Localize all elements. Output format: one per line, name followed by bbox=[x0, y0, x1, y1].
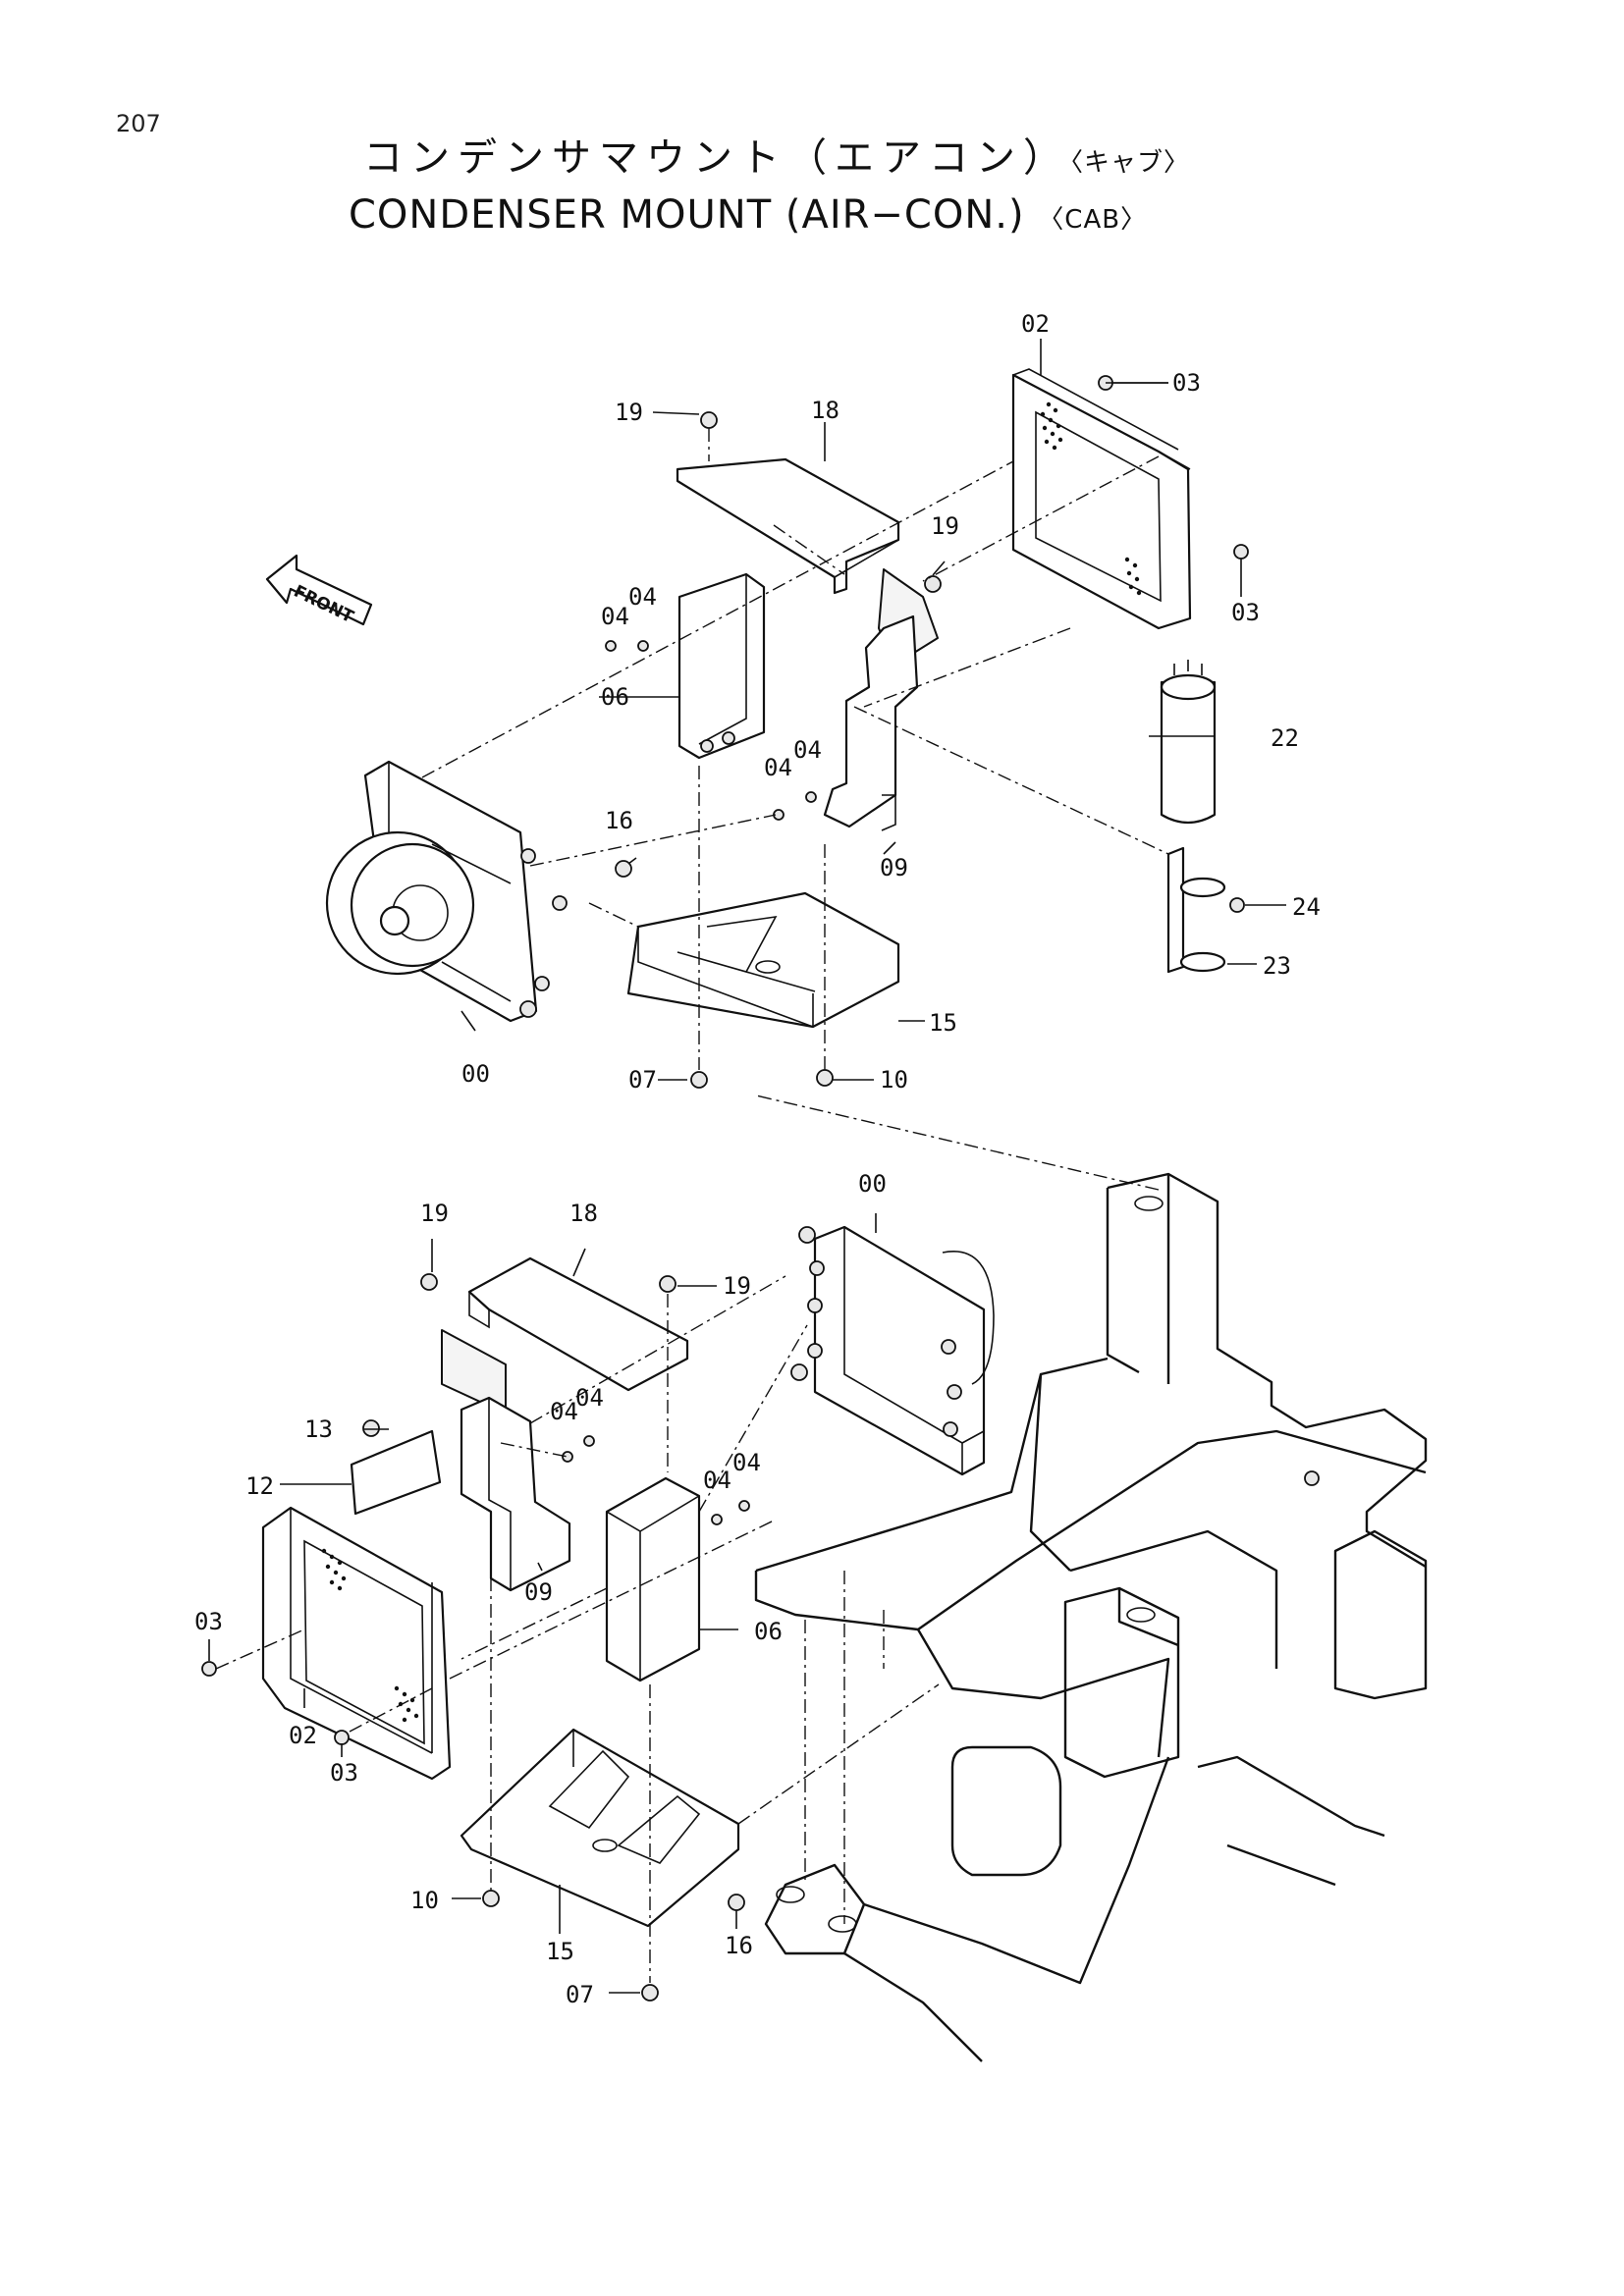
part-09-bracket-lower bbox=[460, 1396, 571, 1592]
part-13-bolt bbox=[362, 1419, 380, 1437]
callout-04-lower-a: 04 bbox=[550, 1398, 578, 1425]
callout-18-lower: 18 bbox=[569, 1200, 598, 1227]
part-19-bolt-lower-right bbox=[659, 1275, 677, 1293]
part-02-perforation bbox=[1040, 401, 1142, 596]
lower-assembly bbox=[201, 1095, 1428, 2062]
callout-22: 22 bbox=[1271, 724, 1299, 752]
callout-00: 00 bbox=[461, 1060, 490, 1088]
part-19-bolt-right bbox=[924, 575, 942, 593]
callout-09-lower: 09 bbox=[524, 1578, 553, 1606]
callout-00-lower: 00 bbox=[858, 1170, 887, 1198]
part-02-guard-plate bbox=[1011, 368, 1192, 630]
title-english-suffix: 〈CAB〉 bbox=[1038, 205, 1148, 235]
part-04-washer-a bbox=[605, 640, 617, 652]
callout-03-lower-bottom: 03 bbox=[330, 1759, 358, 1787]
callout-06: 06 bbox=[601, 683, 629, 711]
title-japanese: コンデンサマウント（エアコン）〈キャブ〉 bbox=[363, 126, 1190, 183]
part-09-bracket bbox=[823, 614, 919, 831]
callout-03-right: 03 bbox=[1231, 599, 1260, 626]
callout-19-top: 19 bbox=[615, 399, 643, 426]
callout-09: 09 bbox=[880, 854, 908, 881]
part-16-bolt-lower bbox=[728, 1894, 745, 1911]
callout-04-c: 04 bbox=[764, 754, 792, 781]
callout-19-right: 19 bbox=[931, 512, 959, 540]
callout-19-lower-left: 19 bbox=[420, 1200, 449, 1227]
part-02-guard-lower bbox=[261, 1506, 452, 1781]
title-japanese-suffix: 〈キャブ〉 bbox=[1070, 148, 1191, 178]
part-07-bolt bbox=[690, 1071, 708, 1089]
part-00-condenser-lower bbox=[790, 1225, 995, 1476]
part-10-bolt-lower bbox=[482, 1890, 500, 1907]
part-06-bracket-lower bbox=[605, 1476, 701, 1682]
callout-02-lower: 02 bbox=[289, 1722, 317, 1749]
part-24-bolt bbox=[1229, 897, 1245, 913]
callout-03-lower-left: 03 bbox=[194, 1608, 223, 1635]
part-03-nut-lower-left bbox=[201, 1661, 217, 1677]
callout-12-lower: 12 bbox=[245, 1472, 274, 1500]
callout-06-lower: 06 bbox=[754, 1618, 783, 1645]
part-23-clamp-bracket bbox=[1166, 846, 1226, 974]
part-19-bolt-lower-left bbox=[420, 1273, 438, 1291]
part-15-base-plate bbox=[626, 891, 900, 1029]
part-00-condenser bbox=[325, 760, 568, 1023]
part-04-washer-lower-a bbox=[562, 1451, 573, 1463]
callout-04-d: 04 bbox=[793, 736, 822, 764]
part-18-cover-lower bbox=[467, 1256, 689, 1392]
part-12-plate bbox=[350, 1429, 442, 1516]
part-04-washer-lower-d bbox=[738, 1500, 750, 1512]
callout-15-lower: 15 bbox=[546, 1938, 574, 1965]
callout-24: 24 bbox=[1292, 893, 1321, 921]
callout-04-lower-d: 04 bbox=[732, 1449, 761, 1476]
callout-04-lower-b: 04 bbox=[575, 1384, 604, 1412]
part-04-washer-lower-c bbox=[711, 1514, 723, 1525]
page-number: 207 bbox=[116, 110, 161, 137]
callout-16-lower: 16 bbox=[725, 1932, 753, 1959]
part-19-bolt-top bbox=[700, 411, 718, 429]
callout-02: 02 bbox=[1021, 310, 1050, 338]
callout-15: 15 bbox=[929, 1009, 957, 1037]
callout-04-lower-c: 04 bbox=[703, 1467, 731, 1494]
callout-10-lower: 10 bbox=[410, 1887, 439, 1914]
lower-part-labels: 00 19 18 19 04 04 13 04 04 12 03 09 06 0… bbox=[194, 1170, 887, 2008]
part-06-bracket bbox=[677, 572, 766, 760]
part-16-bolt bbox=[615, 860, 632, 878]
callout-19-lower-right: 19 bbox=[723, 1272, 751, 1300]
callout-18: 18 bbox=[811, 397, 839, 424]
part-15-base-plate-lower bbox=[460, 1728, 740, 1928]
callout-13-lower: 13 bbox=[304, 1415, 333, 1443]
part-03-nut-lower-bottom bbox=[334, 1730, 350, 1745]
upper-part-labels: 02 03 03 19 18 19 04 04 06 04 04 22 16 0… bbox=[461, 310, 1321, 1094]
callout-03-top: 03 bbox=[1172, 369, 1201, 397]
front-arrow: FRONT bbox=[265, 554, 373, 627]
title-japanese-main: コンデンサマウント（エアコン） bbox=[363, 135, 1070, 181]
callout-10: 10 bbox=[880, 1066, 908, 1094]
machine-frame bbox=[754, 1172, 1428, 2062]
part-07-bolt-lower bbox=[641, 1984, 659, 2002]
callout-07: 07 bbox=[628, 1066, 657, 1094]
callout-16: 16 bbox=[605, 807, 633, 834]
part-18-cover-plate bbox=[676, 457, 900, 595]
part-04-washer-b bbox=[637, 640, 649, 652]
callout-04-a: 04 bbox=[601, 603, 629, 630]
part-10-bolt bbox=[816, 1069, 834, 1087]
part-03-nut-right bbox=[1233, 544, 1249, 560]
part-04-washer-lower-b bbox=[583, 1435, 595, 1447]
title-english: CONDENSER MOUNT (AIR−CON.) 〈CAB〉 bbox=[349, 192, 1147, 238]
callout-04-b: 04 bbox=[628, 583, 657, 611]
upper-assembly: FRONT bbox=[265, 339, 1286, 1089]
part-22-receiver-drier bbox=[1160, 660, 1217, 825]
callout-07-lower: 07 bbox=[566, 1981, 594, 2008]
callout-23: 23 bbox=[1263, 952, 1291, 980]
title-english-main: CONDENSER MOUNT (AIR−CON.) bbox=[349, 192, 1025, 238]
part-02-lower-perforation bbox=[321, 1548, 419, 1723]
part-04-washer-d bbox=[805, 791, 817, 803]
